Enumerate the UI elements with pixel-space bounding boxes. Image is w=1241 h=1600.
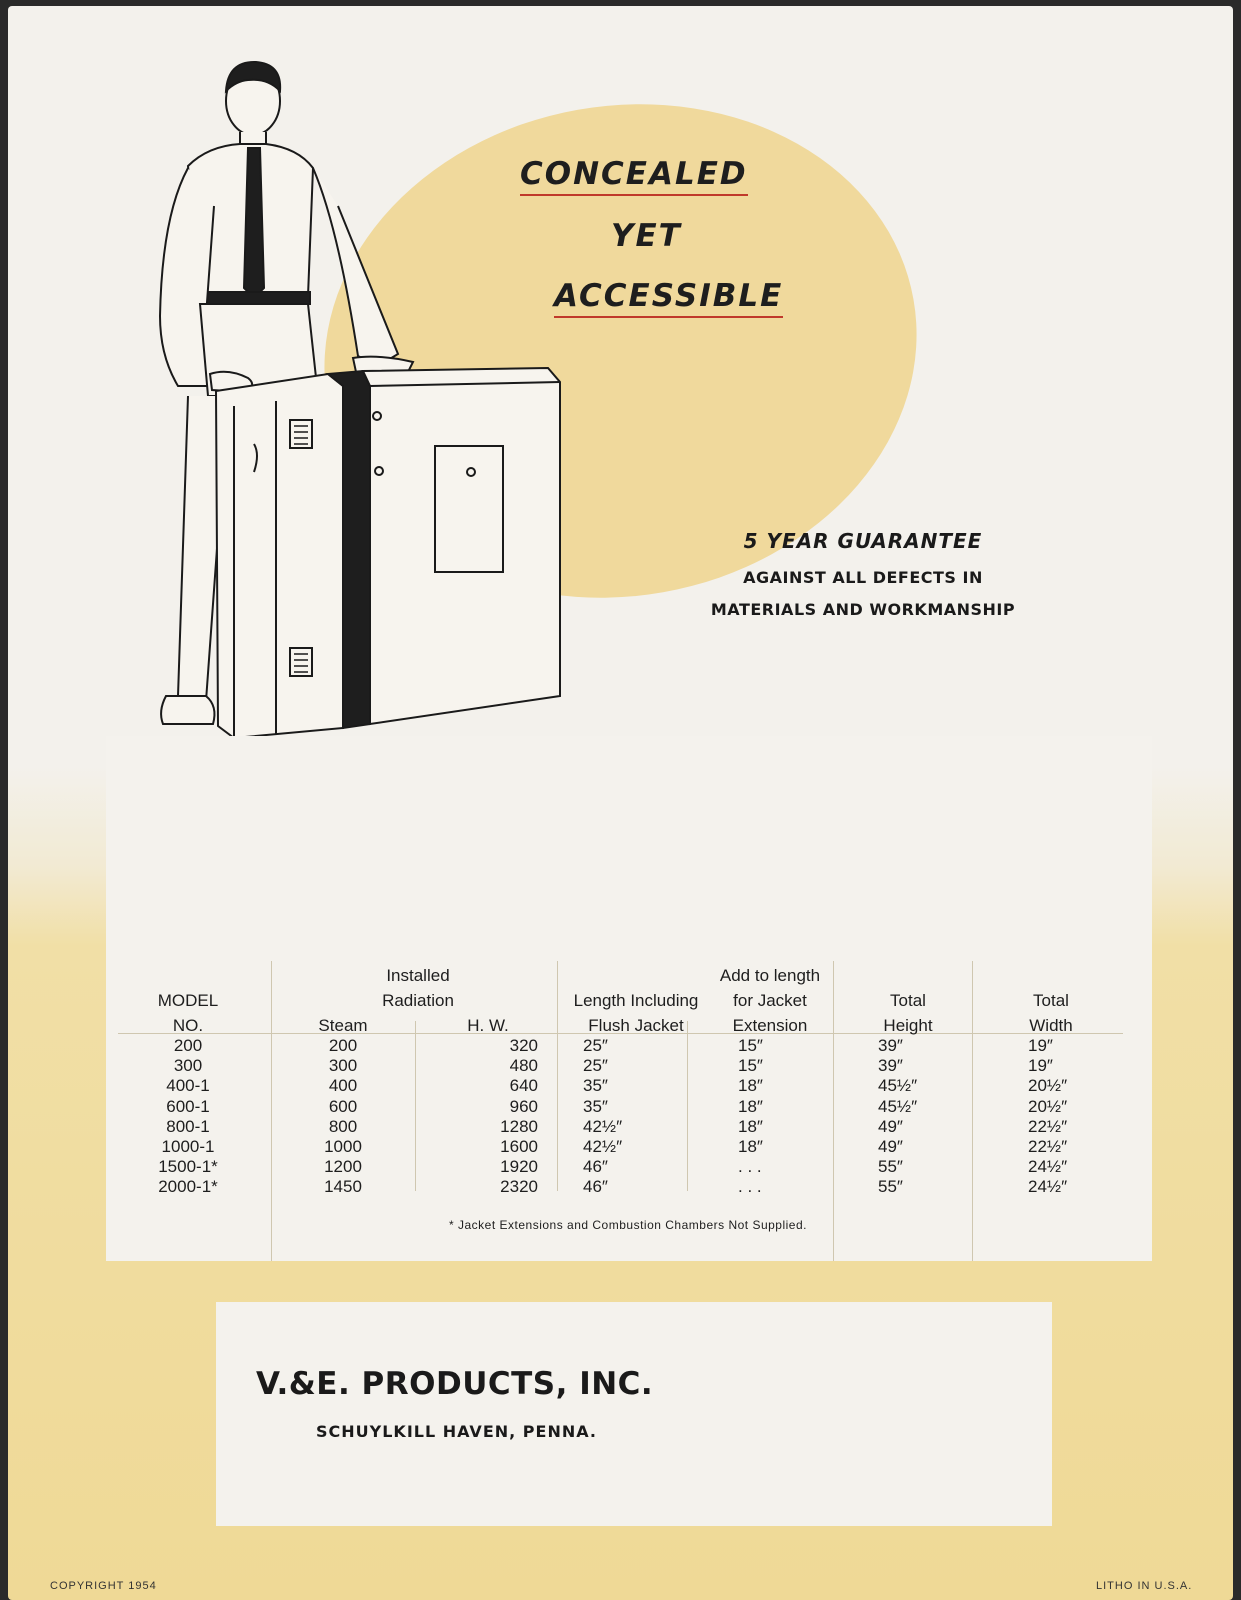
table-cell-height: 39″ [878, 1036, 903, 1055]
column-height: 39″39″45½″45½″49″49″55″55″ [878, 1036, 958, 1198]
table-cell-ext: 18″ [738, 1116, 763, 1136]
table-cell-length: 42½″ [583, 1116, 623, 1136]
table-cell-model: 200 [173, 1036, 203, 1055]
guarantee-block: 5 YEAR GUARANTEE AGAINST ALL DEFECTS IN … [698, 529, 1028, 626]
table-cell-width: 22½″ [1028, 1136, 1068, 1156]
table-cell-hw: 640 [509, 1076, 538, 1096]
table-cell-ext: 18″ [738, 1096, 763, 1116]
guarantee-line-1: AGAINST ALL DEFECTS IN [743, 568, 983, 587]
table-cell-steam: 600 [328, 1096, 358, 1116]
table-cell-hw: 1920 [500, 1157, 538, 1177]
table-footnote: * Jacket Extensions and Combustion Chamb… [448, 1218, 807, 1232]
table-divider [271, 961, 272, 1261]
table-cell-height: 45½″ [878, 1096, 918, 1116]
table-cell-ext: . . . [738, 1177, 762, 1197]
headline-line-3: ACCESSIBLE [554, 278, 784, 318]
table-cell-length: 35″ [583, 1096, 608, 1116]
table-cell-width: 20½″ [1028, 1076, 1068, 1096]
table-cell-model: 2000-1* [158, 1177, 218, 1197]
table-cell-length: 42½″ [583, 1136, 623, 1156]
table-cell-width: 22½″ [1028, 1116, 1068, 1136]
table-cell-ext: 15″ [738, 1036, 763, 1055]
guarantee-line-2: MATERIALS AND WORKMANSHIP [710, 600, 1016, 619]
brochure-page: CONCEALED YET ACCESSIBLE 5 YEAR GUARANTE… [8, 6, 1233, 1600]
table-cell-hw: 960 [509, 1096, 538, 1116]
company-city: SCHUYLKILL HAVEN, PENNA. [316, 1422, 597, 1441]
table-cell-model: 1000-1 [161, 1136, 215, 1156]
header-steam: Steam [318, 1016, 368, 1035]
table-cell-width: 24½″ [1028, 1177, 1068, 1197]
column-width: 19″19″20½″20½″22½″22½″24½″24½″ [1028, 1036, 1108, 1198]
table-cell-ext: 18″ [738, 1076, 763, 1096]
table-cell-length: 35″ [583, 1076, 608, 1096]
table-cell-height: 49″ [878, 1116, 903, 1136]
column-length: 25″25″35″35″42½″42½″46″46″ [583, 1036, 663, 1198]
table-cell-height: 55″ [878, 1177, 903, 1197]
man-with-boiler-illustration [158, 60, 561, 740]
table-cell-model: 600-1 [166, 1096, 210, 1116]
table-cell-steam: 200 [328, 1036, 358, 1055]
table-cell-model: 300 [173, 1056, 203, 1076]
table-cell-steam: 1000 [324, 1136, 362, 1156]
table-divider [833, 961, 834, 1261]
table-cell-width: 19″ [1028, 1036, 1053, 1055]
table-cell-length: 25″ [583, 1036, 608, 1055]
table-cell-height: 49″ [878, 1136, 903, 1156]
table-cell-steam: 400 [328, 1076, 358, 1096]
table-cell-steam: 1450 [324, 1177, 362, 1197]
table-cell-ext: 15″ [738, 1056, 763, 1076]
table-cell-height: 45½″ [878, 1076, 918, 1096]
table-divider [557, 961, 558, 1191]
headline-line-1: CONCEALED [520, 156, 748, 196]
table-cell-height: 55″ [878, 1157, 903, 1177]
column-extension: 15″15″18″18″18″18″. . .. . . [738, 1036, 808, 1198]
headline-line-2: YET [611, 218, 682, 254]
company-name: V.&E. PRODUCTS, INC. [256, 1366, 654, 1402]
table-cell-hw: 2320 [500, 1177, 538, 1197]
table-cell-model: 1500-1* [158, 1157, 218, 1177]
table-cell-width: 19″ [1028, 1056, 1053, 1076]
company-box: V.&E. PRODUCTS, INC. SCHUYLKILL HAVEN, P… [216, 1302, 1052, 1526]
table-cell-height: 39″ [878, 1056, 903, 1076]
table-divider [687, 1021, 688, 1191]
table-cell-length: 46″ [583, 1177, 608, 1197]
table-cell-steam: 1200 [324, 1157, 362, 1177]
table-header-rule [118, 1033, 1123, 1034]
table-cell-length: 25″ [583, 1056, 608, 1076]
table-cell-hw: 1600 [500, 1136, 538, 1156]
table-divider [415, 1021, 416, 1191]
guarantee-title: 5 YEAR GUARANTEE [743, 529, 983, 553]
specifications-table-panel [106, 736, 1152, 1261]
table-cell-ext: 18″ [738, 1136, 763, 1156]
litho-text: LITHO IN U.S.A. [1096, 1580, 1193, 1592]
table-cell-ext: . . . [738, 1157, 762, 1177]
table-cell-width: 20½″ [1028, 1096, 1068, 1116]
table-cell-width: 24½″ [1028, 1157, 1068, 1177]
copyright-text: COPYRIGHT 1954 [50, 1580, 157, 1592]
table-cell-steam: 300 [328, 1056, 358, 1076]
table-divider [972, 961, 973, 1261]
header-hw: H. W. [467, 1016, 509, 1035]
table-cell-length: 46″ [583, 1157, 608, 1177]
table-cell-steam: 800 [328, 1116, 358, 1136]
table-cell-model: 800-1 [166, 1116, 210, 1136]
table-cell-hw: 1280 [500, 1116, 538, 1136]
table-cell-hw: 480 [509, 1056, 538, 1076]
table-cell-hw: 320 [509, 1036, 538, 1055]
table-cell-model: 400-1 [166, 1076, 210, 1096]
